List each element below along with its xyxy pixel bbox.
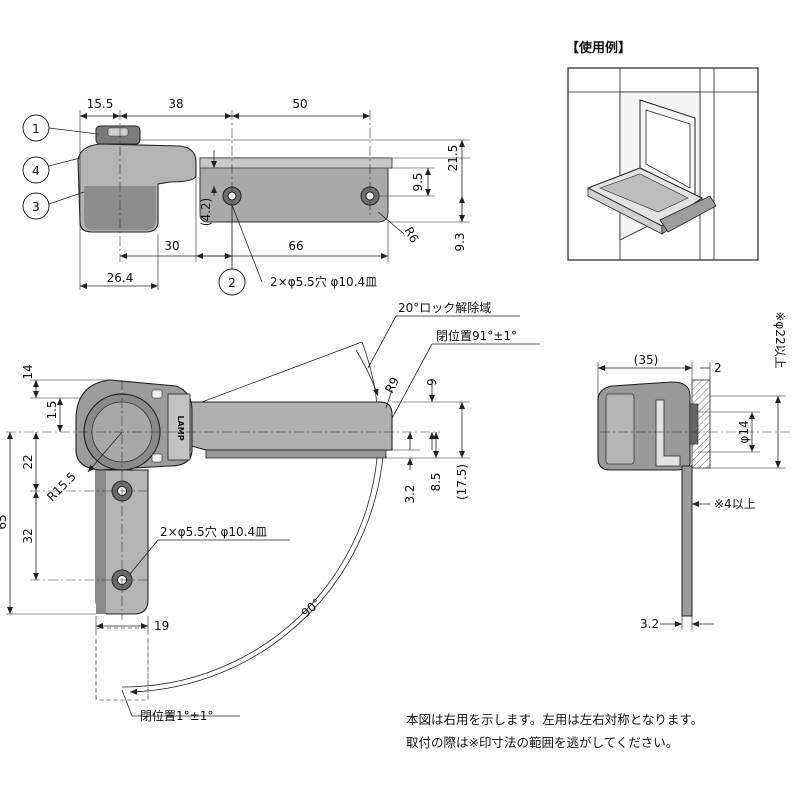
note-line-2: 取付の際は※印寸法の範囲を逃がしてください。 (406, 735, 678, 750)
dim-50: 50 (292, 97, 307, 111)
callout-4-circle (22, 156, 50, 184)
dim-front-9: 9 (425, 378, 439, 386)
dim-r15-5: R15.5 (44, 469, 79, 504)
close-note: 閉位置1°±1° (140, 708, 213, 723)
front-arm (169, 401, 393, 451)
dim-side-22: ※φ22以上 (773, 311, 787, 368)
callout-4: 4 (32, 164, 40, 178)
usage-title: 【使用例】 (566, 40, 631, 56)
dim-r6: R6 (401, 225, 421, 246)
callout-1: 1 (32, 122, 40, 136)
dim-21-5: 21.5 (446, 145, 460, 172)
dim-front-22: 22 (21, 454, 35, 469)
angle-90: 90° (299, 596, 324, 621)
dim-front-3-2: 3.2 (403, 484, 417, 503)
callout-3: 3 (32, 200, 40, 214)
callout-2: 2 (228, 276, 236, 290)
dim-9-3: 9.3 (453, 232, 467, 251)
dim-front-32: 32 (21, 528, 35, 543)
note-line-1: 本図は右用を示します。左用は左右対称となります。 (406, 712, 703, 727)
dim-front-19: 19 (154, 619, 169, 633)
side-view: (35) 2 φ14 ※φ22以上 ※4以上 3.2 (597, 311, 790, 631)
dim-front-65: 65 (0, 514, 9, 529)
open-note: 閉位置91°±1° (436, 328, 517, 343)
dim-9-5: 9.5 (411, 172, 425, 191)
dim-38: 38 (168, 97, 183, 111)
dim-r9: R9 (382, 375, 402, 396)
top-plate-edge (199, 157, 393, 169)
dim-4-2: (4.2) (199, 198, 213, 226)
dim-side-14: φ14 (737, 420, 751, 443)
dim-66: 66 (288, 239, 303, 253)
top-hole-note: 2×φ5.5穴 φ10.4皿 (270, 274, 377, 289)
lock-note: 20°ロック解除域 (398, 300, 491, 315)
dim-15-5: 15.5 (87, 97, 114, 111)
side-plate (681, 465, 693, 617)
dim-side-4: ※4以上 (714, 497, 756, 511)
dim-30: 30 (164, 239, 179, 253)
brand-label: LAMP (176, 415, 185, 440)
dim-side-35: (35) (634, 353, 659, 367)
dim-front-1-5: 1.5 (45, 400, 59, 419)
dim-front-8-5: 8.5 (429, 472, 443, 491)
dim-side-2: 2 (714, 361, 722, 375)
dim-26-4: 26.4 (107, 271, 134, 285)
dim-front-17-5: (17.5) (455, 464, 469, 500)
dim-side-3-2: 3.2 (640, 617, 659, 631)
top-plate (199, 157, 389, 223)
front-view: 90° 20°ロック解除域 閉位置91°±1° LAMP (0, 300, 540, 723)
top-view: 15.5 38 50 21.5 9.5 9.3 (4.2) R6 30 66 2… (22, 97, 470, 296)
callout-3-circle (22, 192, 50, 220)
front-hole-note: 2×φ5.5穴 φ10.4皿 (160, 524, 267, 539)
laptop-icon (586, 99, 703, 235)
dim-front-14: 14 (21, 364, 35, 379)
usage-example: 【使用例】 (566, 40, 759, 261)
